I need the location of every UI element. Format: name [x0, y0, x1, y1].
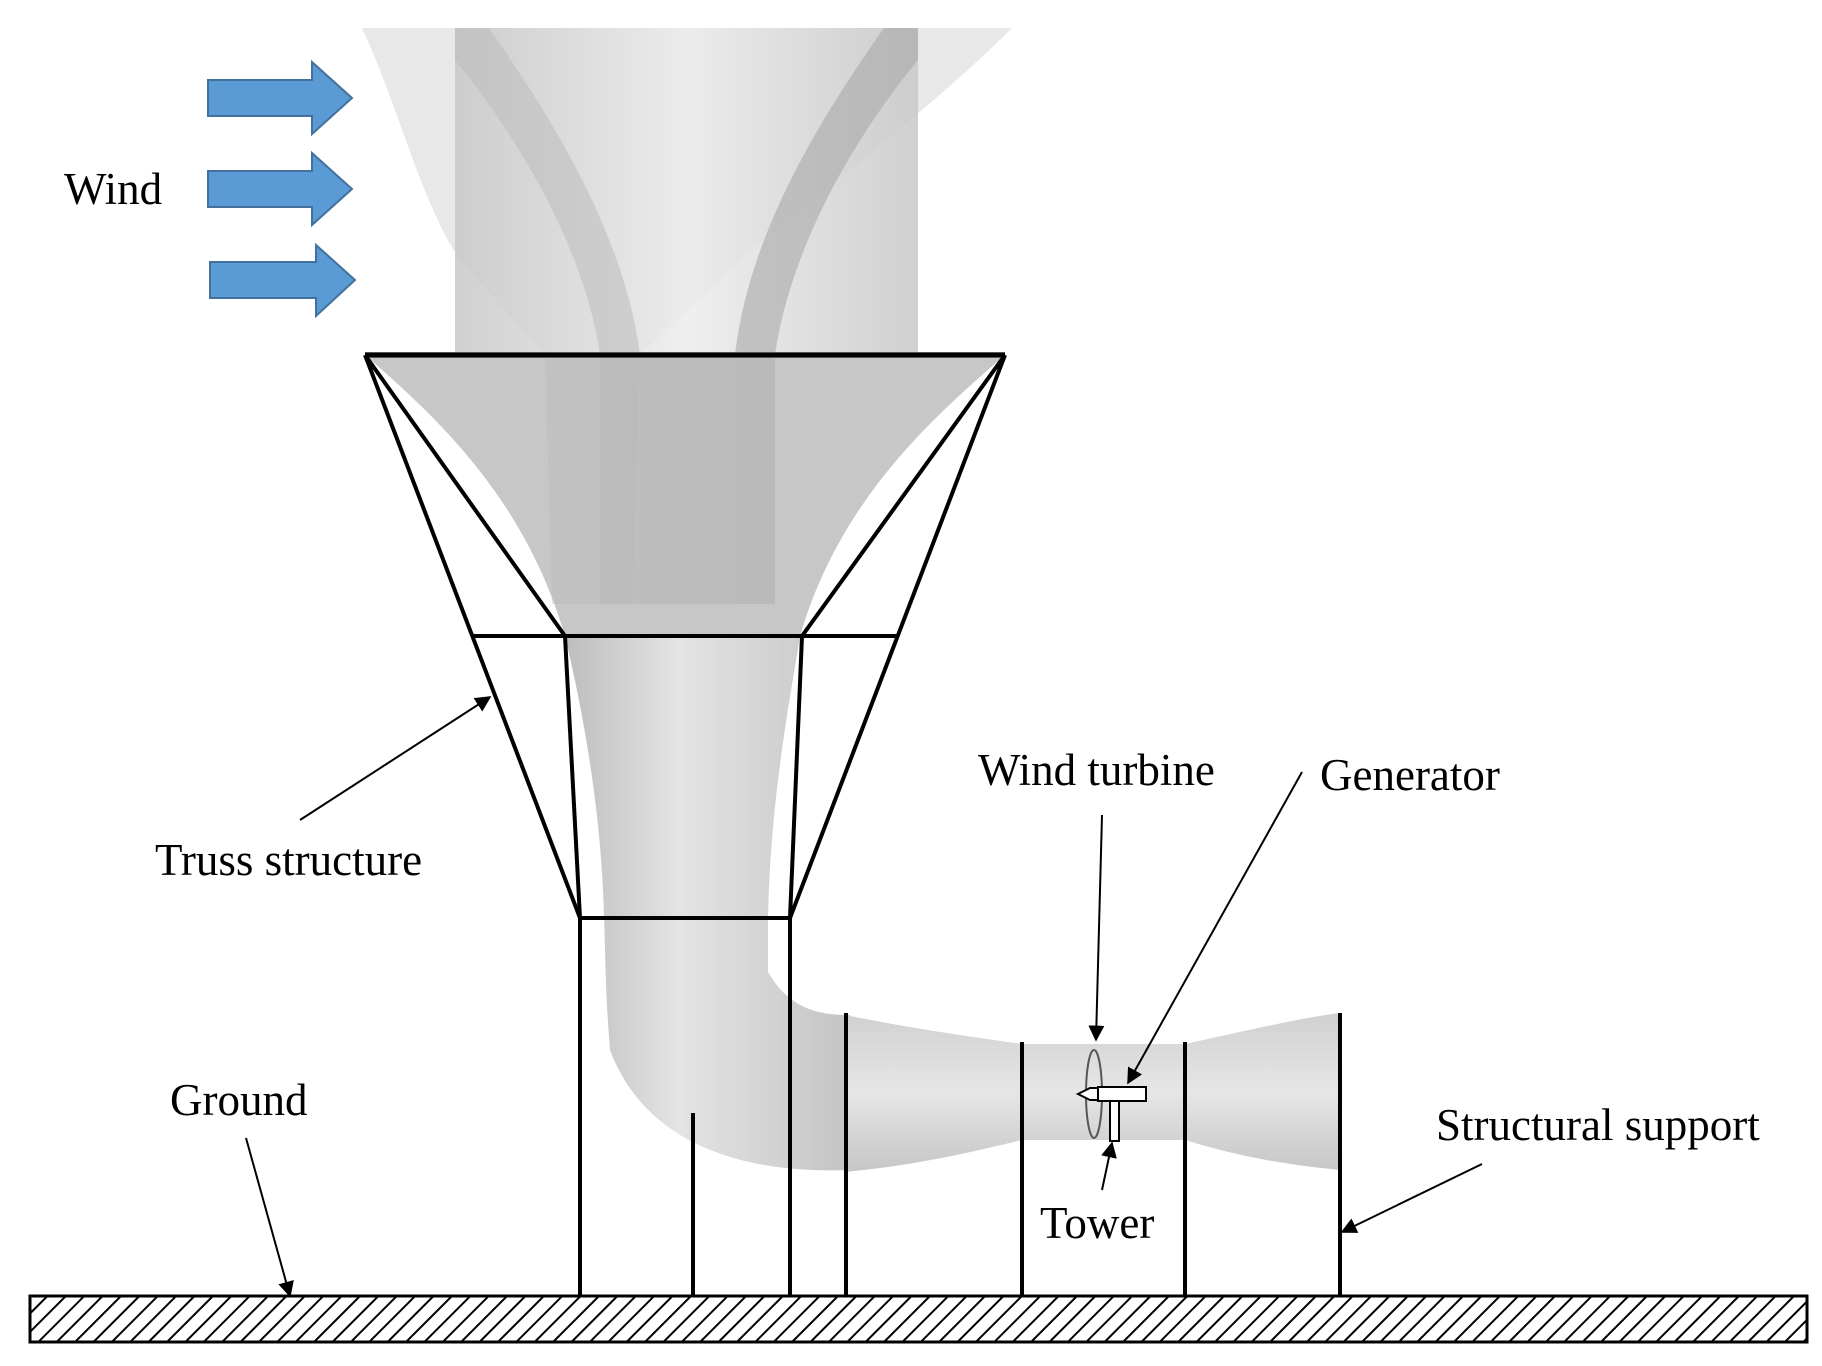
collector-cone	[365, 355, 1005, 636]
tower-post	[1109, 1100, 1120, 1142]
tower-label: Tower	[1040, 1198, 1154, 1248]
support-columns	[578, 918, 1342, 1295]
wind-arrow-icon	[209, 242, 357, 319]
wind-arrow-icon	[207, 150, 354, 228]
ground-hatch	[28, 1294, 1809, 1344]
inlet-funnel	[362, 28, 1012, 636]
funnel-box	[455, 28, 918, 355]
wind-turbine-label: Wind turbine	[978, 745, 1215, 795]
generator-label: Generator	[1320, 750, 1500, 800]
duct	[565, 636, 1340, 1172]
wind-label: Wind	[64, 164, 162, 214]
truss-structure	[363, 353, 1007, 920]
generator-leader	[1127, 771, 1303, 1085]
turbine-assembly	[1075, 1049, 1147, 1142]
ground-leader	[245, 1137, 294, 1298]
wind-arrows	[207, 59, 357, 319]
truss-left-inner	[363, 353, 567, 638]
leader-lines	[245, 696, 1483, 1298]
structural-support-leader	[1340, 1163, 1483, 1233]
truss-right-vertical	[788, 635, 804, 919]
generator-box	[1097, 1086, 1147, 1102]
truss-left-vertical	[563, 635, 582, 919]
vertical-duct	[565, 636, 850, 1171]
truss-right-inner	[800, 353, 1007, 638]
tower-leader	[1101, 1141, 1117, 1191]
truss-leader	[299, 696, 492, 821]
truss-structure-label: Truss structure	[155, 835, 422, 885]
wind-turbine-leader	[1088, 814, 1105, 1042]
structural-support-label: Structural support	[1436, 1100, 1760, 1150]
ground-label: Ground	[170, 1075, 307, 1125]
wind-arrow-icon	[207, 59, 354, 137]
